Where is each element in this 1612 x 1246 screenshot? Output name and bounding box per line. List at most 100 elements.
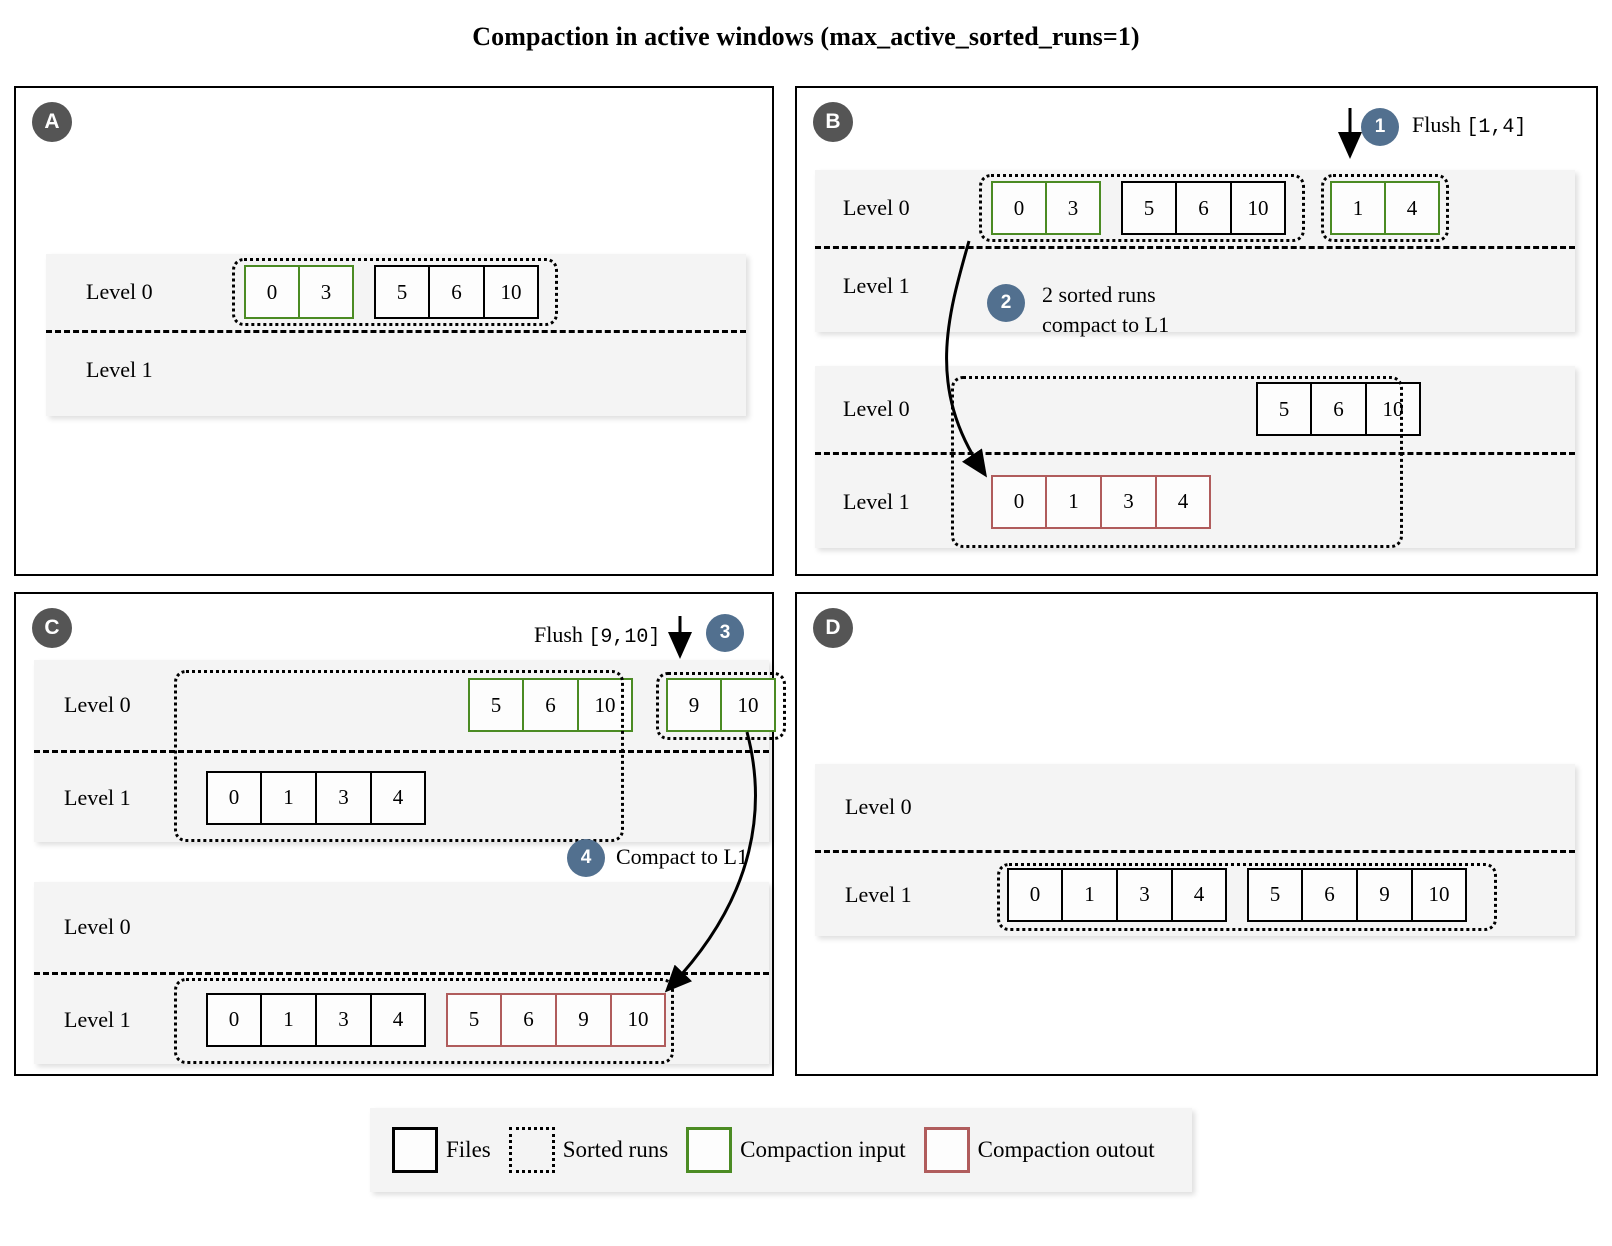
file-cell: 0 [244,265,299,319]
file-group-files: 0 1 3 4 [206,992,426,1047]
level-content: 5 6 10 [983,366,1575,452]
file-cell: 10 [1231,181,1286,235]
file-cell: 5 [468,678,523,732]
file-group-files: 0 1 3 4 [206,770,426,825]
step-badge-1: 1 [1361,108,1399,146]
file-cell: 4 [1385,181,1440,235]
file-group-compaction-input: 0 3 [991,181,1101,235]
file-cell: 5 [1247,867,1302,922]
file-cell: 5 [1121,181,1176,235]
file-cell: 3 [1101,474,1156,529]
legend-label: Files [446,1137,491,1162]
note-line-2: compact to L1 [1042,311,1170,337]
file-cell: 6 [1311,382,1366,436]
file-cell: 3 [299,265,354,319]
file-cell: 0 [1007,867,1062,922]
level-label: Level 0 [845,794,912,819]
file-cell: 0 [206,992,261,1047]
flush-range: [9,10] [588,626,661,649]
compaction-note-c: Compact to L1 [616,844,748,869]
level-content: 0 1 3 4 5 6 9 10 [995,853,1575,936]
panel-a: A Level 0 0 3 5 6 10 Level 1 [14,86,774,576]
file-cell: 9 [556,992,611,1047]
level-content: 5 6 10 9 10 [194,660,786,750]
file-group-compaction-input: 5 6 10 [468,678,633,732]
file-group-compaction-input: 0 3 [244,265,354,319]
level-row: Level 0 [34,882,769,972]
level-row: Level 1 0 1 3 4 5 6 9 10 [815,850,1575,936]
diagram-a-1: Level 0 0 3 5 6 10 Level 1 [46,254,746,416]
file-group-files: 5 6 9 10 [1247,867,1467,922]
level-content [194,882,769,972]
file-group-compaction-input: 9 10 [666,678,776,732]
level-label: Level 0 [64,692,131,717]
flush-word: Flush [1412,112,1461,137]
legend-item-sorted-runs: Sorted runs [508,1127,669,1173]
level-row: Level 1 0 1 3 4 [34,750,769,842]
level-content [995,764,1575,850]
file-cell: 6 [501,992,556,1047]
flush-word: Flush [534,622,583,647]
file-cell: 9 [666,678,721,732]
flush-label-c: Flush [9,10] [534,620,660,651]
legend-label: Sorted runs [562,1137,669,1162]
file-cell: 6 [429,265,484,319]
level-content [224,333,746,406]
step-badge-4: 4 [567,839,605,877]
level-label: Level 1 [64,784,131,810]
panel-c: C Flush [9,10] 3 Level 0 5 6 10 9 [14,592,786,1076]
level-label: Level 0 [64,914,131,939]
file-cell: 6 [1302,867,1357,922]
panel-badge-c: C [32,608,72,648]
file-group-files: 5 6 10 [1256,382,1421,436]
files-swatch-icon [392,1127,438,1173]
diagram-d-1: Level 0 Level 1 0 1 3 4 5 6 9 10 [815,764,1575,936]
file-group-compaction-output: 0 1 3 4 [991,474,1211,529]
file-cell: 4 [1172,867,1227,922]
note-line-1: 2 sorted runs [1042,282,1156,307]
level-row: Level 1 0 1 3 4 5 6 9 10 [34,972,769,1064]
page-title: Compaction in active windows (max_active… [472,22,1140,51]
file-group-compaction-input: 1 4 [1330,181,1440,235]
file-cell: 6 [523,678,578,732]
file-cell: 0 [206,770,261,825]
file-cell: 0 [991,474,1046,529]
panel-badge-a: A [32,102,72,142]
level-label: Level 0 [843,396,910,421]
file-cell: 3 [316,770,371,825]
level-row: Level 0 0 3 5 6 10 1 4 [815,170,1575,246]
level-label: Level 1 [64,1006,131,1032]
file-cell: 1 [261,992,316,1047]
diagram-b-1: Level 0 0 3 5 6 10 1 4 Level [815,170,1575,332]
file-cell: 1 [1046,474,1101,529]
file-cell: 4 [1156,474,1211,529]
diagram-c-1: Level 0 5 6 10 9 10 Level 1 0 1 [34,660,786,842]
level-label: Level 1 [845,881,912,907]
level-label: Level 1 [843,488,910,514]
file-cell: 3 [316,992,371,1047]
file-cell: 10 [578,678,633,732]
level-content: 0 3 5 6 10 [224,254,746,330]
panel-d: D Level 0 Level 1 0 1 3 4 5 6 9 10 [795,592,1598,1076]
file-cell: 5 [1256,382,1311,436]
file-cell: 10 [721,678,776,732]
file-cell: 3 [1117,867,1172,922]
legend-item-files: Files [392,1127,491,1173]
legend-label: Compaction outout [977,1137,1155,1162]
file-cell: 6 [1176,181,1231,235]
level-row: Level 0 5 6 10 [815,366,1575,452]
legend: Files Sorted runs Compaction input Compa… [370,1108,1192,1192]
diagram-c-2: Level 0 Level 1 0 1 3 4 5 6 9 10 [34,882,769,1064]
level-row: Level 0 0 3 5 6 10 [46,254,746,330]
level-content: 0 1 3 4 [983,455,1575,548]
file-group-files: 5 6 10 [374,265,539,319]
level-row: Level 1 [46,330,746,406]
legend-item-compaction-output: Compaction outout [923,1127,1155,1173]
file-cell: 10 [1366,382,1421,436]
level-label: Level 1 [843,272,910,298]
panel-badge-d: D [813,608,853,648]
level-content: 0 1 3 4 5 6 9 10 [194,975,769,1064]
level-label: Level 1 [86,356,153,382]
file-cell: 10 [1412,867,1467,922]
flush-label-b: Flush [1,4] [1412,110,1526,141]
